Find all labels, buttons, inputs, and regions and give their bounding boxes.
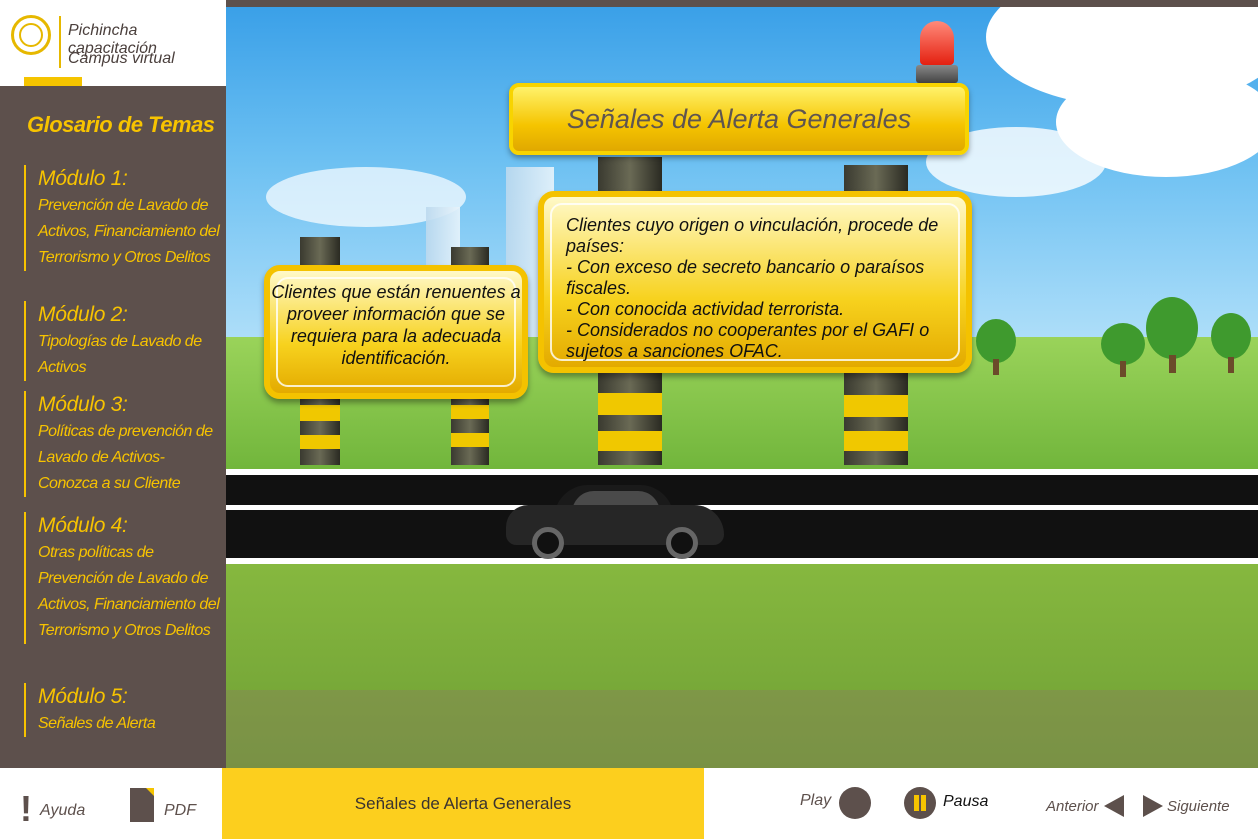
brand-subtitle: Campus virtual bbox=[68, 50, 175, 67]
document-icon bbox=[130, 788, 154, 822]
right-board-item: - Con exceso de secreto bancario o paraí… bbox=[566, 257, 925, 298]
glossary-title: Glosario de Temas bbox=[27, 112, 215, 137]
sidebar: Pichincha capacitación Campus virtual Gl… bbox=[0, 0, 226, 768]
brand-header: Pichincha capacitación Campus virtual bbox=[0, 0, 226, 86]
brand-divider bbox=[59, 16, 61, 68]
sidebar-item-module-3[interactable]: Módulo 3: Políticas de prevención de Lav… bbox=[24, 391, 224, 497]
previous-arrow-icon[interactable] bbox=[1104, 795, 1124, 817]
road-center-line bbox=[226, 505, 1258, 510]
pause-icon bbox=[914, 795, 919, 811]
sidebar-item-module-2[interactable]: Módulo 2: Tipologías de Lavado de Activo… bbox=[24, 301, 224, 381]
help-label: Ayuda bbox=[40, 802, 86, 819]
car-illustration bbox=[506, 483, 726, 559]
play-label[interactable]: Play bbox=[800, 792, 832, 809]
bank-logo-icon bbox=[11, 15, 51, 55]
module-title: Módulo 2: bbox=[38, 303, 128, 326]
right-info-board: Clientes cuyo origen o vinculación, proc… bbox=[538, 191, 972, 373]
exclamation-icon: ! bbox=[20, 788, 32, 829]
module-description: Políticas de prevención de Lavado de Act… bbox=[38, 423, 213, 492]
module-title: Módulo 5: bbox=[38, 685, 128, 708]
previous-label[interactable]: Anterior bbox=[1046, 798, 1099, 815]
next-arrow-icon[interactable] bbox=[1143, 795, 1163, 817]
tree-illustration bbox=[1211, 313, 1251, 373]
scene-title: Señales de Alerta Generales bbox=[566, 103, 912, 134]
tree-illustration bbox=[1101, 323, 1145, 377]
module-description: Otras políticas de Prevención de Lavado … bbox=[38, 544, 220, 639]
tree-illustration bbox=[1146, 297, 1198, 373]
brand-accent-bar bbox=[24, 77, 82, 86]
left-info-board: Clientes que están renuentes a proveer i… bbox=[264, 265, 528, 399]
left-board-text: Clientes que están renuentes a proveer i… bbox=[271, 282, 521, 368]
sidebar-item-module-1[interactable]: Módulo 1: Prevención de Lavado de Activo… bbox=[24, 165, 224, 271]
right-board-item: - Con conocida actividad terrorista. bbox=[566, 299, 845, 319]
road bbox=[226, 475, 1258, 558]
right-board-text: Clientes cuyo origen o vinculación, proc… bbox=[566, 215, 966, 362]
module-title: Módulo 3: bbox=[38, 393, 128, 416]
alarm-light-icon bbox=[916, 21, 958, 85]
module-description: Prevención de Lavado de Activos, Financi… bbox=[38, 197, 220, 266]
module-title: Módulo 4: bbox=[38, 514, 128, 537]
tree-illustration bbox=[976, 319, 1016, 375]
right-board-intro: Clientes cuyo origen o vinculación, proc… bbox=[566, 215, 939, 256]
field-background bbox=[226, 564, 1258, 768]
lesson-stage: Señales de Alerta Generales Clientes que… bbox=[226, 0, 1258, 768]
field-shade bbox=[226, 690, 1258, 768]
pdf-label: PDF bbox=[164, 802, 196, 819]
road-edge bbox=[226, 558, 1258, 564]
module-description: Tipologías de Lavado de Activos bbox=[38, 333, 202, 376]
play-button[interactable] bbox=[839, 787, 871, 819]
bottom-toolbar: ! Ayuda PDF Señales de Alerta Generales … bbox=[0, 768, 1258, 839]
road-edge bbox=[226, 469, 1258, 475]
pause-label[interactable]: Pausa bbox=[943, 793, 989, 810]
sidebar-item-module-5[interactable]: Módulo 5: Señales de Alerta bbox=[24, 683, 224, 737]
current-topic-label: Señales de Alerta Generales bbox=[222, 768, 704, 839]
scene-title-sign: Señales de Alerta Generales bbox=[509, 83, 969, 155]
pause-icon bbox=[921, 795, 926, 811]
brand-name: Pichincha capacitación bbox=[68, 22, 157, 57]
module-title: Módulo 1: bbox=[38, 167, 128, 190]
next-label[interactable]: Siguiente bbox=[1167, 798, 1230, 815]
right-board-item: - Considerados no cooperantes por el GAF… bbox=[566, 320, 930, 361]
pause-button[interactable] bbox=[904, 787, 936, 819]
module-description: Señales de Alerta bbox=[38, 715, 156, 732]
sidebar-item-module-4[interactable]: Módulo 4: Otras políticas de Prevención … bbox=[24, 512, 224, 644]
